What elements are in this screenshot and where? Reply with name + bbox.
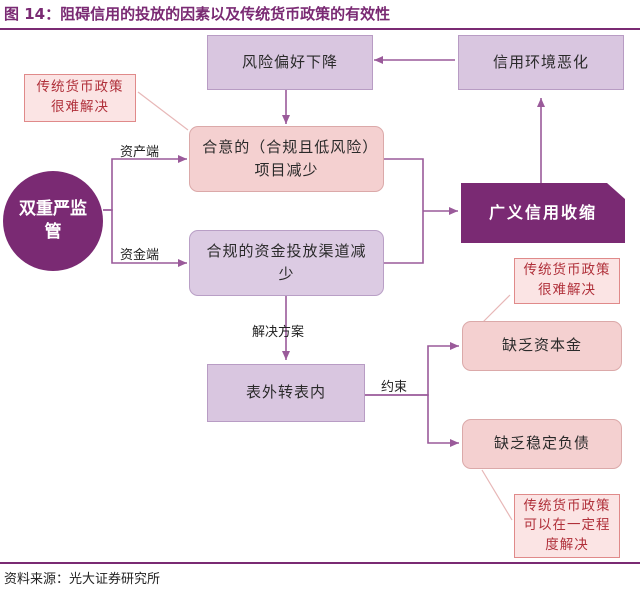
arrow-circle-to-channels <box>103 209 187 267</box>
top-rule <box>0 28 640 30</box>
arrow-projects-to-broad <box>384 158 424 211</box>
connector-note-debt <box>481 469 513 521</box>
arrow-circle-to-projects <box>103 155 187 211</box>
label-solution: 解决方案 <box>252 325 305 340</box>
label-asset-side: 资产端 <box>120 145 160 160</box>
label-constraint: 约束 <box>381 380 408 395</box>
arrow-channels-to-broad <box>384 211 424 264</box>
node-credit-env: 信用环境恶化 <box>458 35 624 90</box>
arrow-off-to-capital <box>365 342 459 396</box>
note-traditional-policy-hard: 传统货币政策很难解决 <box>24 74 136 122</box>
node-broad-credit-shape <box>461 183 625 243</box>
label-fund-side: 资金端 <box>120 248 160 263</box>
node-off-to-on-balance: 表外转表内 <box>207 364 365 422</box>
arrow-off-to-debt <box>365 394 459 447</box>
node-lack-capital: 缺乏资本金 <box>462 321 622 371</box>
node-double-regulation: 双重严监管 <box>3 171 103 271</box>
bottom-rule <box>0 562 640 564</box>
note-capital: 传统货币政策很难解决 <box>514 258 620 304</box>
node-compliant-channels: 合规的资金投放渠道减少 <box>189 230 384 296</box>
source-note: 资料来源：光大证券研究所 <box>4 572 161 587</box>
node-risk-pref: 风险偏好下降 <box>207 35 373 90</box>
figure-title: 图 14：阻碍信用的投放的因素以及传统货币政策的有效性 <box>4 5 391 23</box>
connector-note-capital <box>481 294 511 324</box>
connector-note-top-left <box>137 91 189 131</box>
note-stable-debt: 传统货币政策可以在一定程度解决 <box>514 494 620 558</box>
node-broad-credit: 广义信用收缩 <box>488 202 597 222</box>
node-lack-stable-debt: 缺乏稳定负债 <box>462 419 622 469</box>
node-compliant-projects: 合意的（合规且低风险）项目减少 <box>189 126 384 192</box>
